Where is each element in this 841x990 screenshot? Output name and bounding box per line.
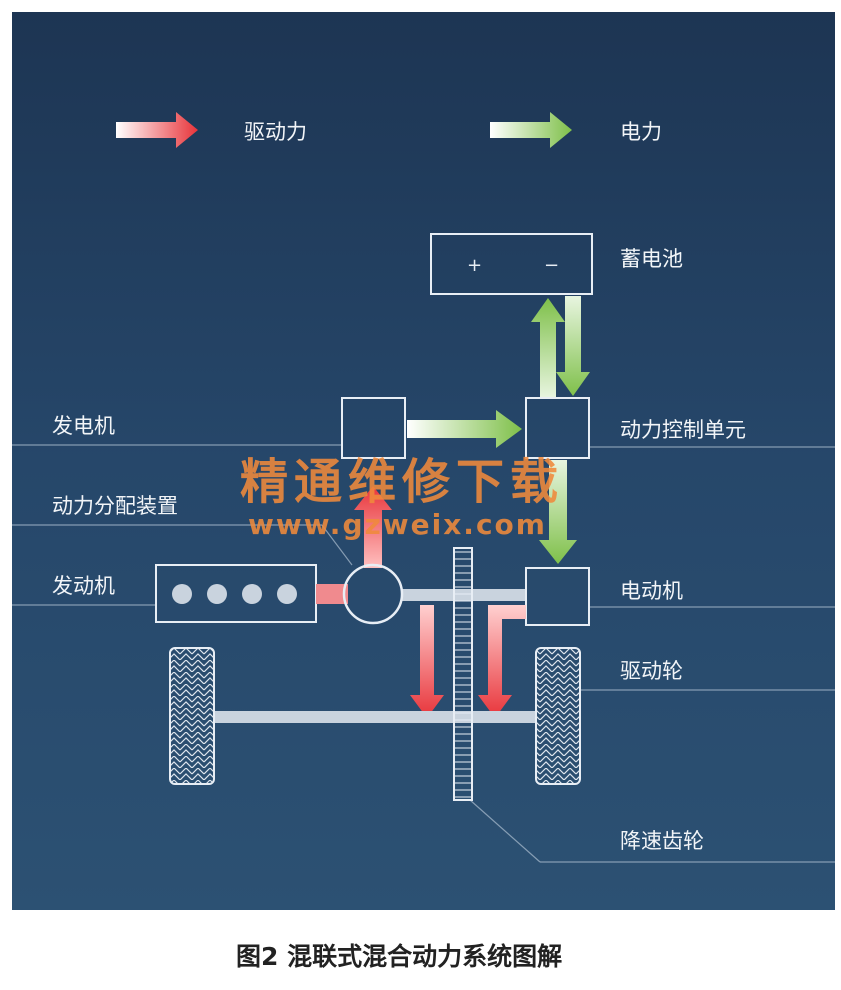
power-split-leader-line-diag [321, 524, 353, 566]
power-split-device-label: 动力分配装置 [52, 494, 178, 518]
right-drive-wheel [535, 647, 581, 785]
left-wheel-tire [169, 647, 215, 785]
drive-axle [214, 711, 536, 723]
power-control-unit-box [525, 397, 590, 459]
legend: 驱动力 电力 [116, 112, 662, 148]
battery-plus-sign: + [467, 255, 482, 276]
battery: + − [430, 233, 593, 295]
gear-leader-line-diag [469, 799, 541, 863]
engine-cylinder [172, 584, 192, 604]
generator-label: 发电机 [52, 414, 115, 438]
motor-to-axle-arrow [478, 605, 526, 718]
reduction-gear-body [453, 547, 473, 801]
engine-cylinder [277, 584, 297, 604]
drive-force-legend-arrow [116, 112, 198, 148]
right-wheel-tire [535, 647, 581, 785]
battery-to-pcu-arrow [556, 296, 590, 396]
battery-minus-sign: − [544, 255, 559, 276]
split-to-generator-arrow [354, 486, 392, 568]
engine-label: 发动机 [52, 574, 115, 598]
diagram-background [12, 12, 835, 910]
motor-box [525, 567, 590, 626]
pcu-to-battery-arrow [531, 298, 565, 398]
left-drive-wheel [169, 647, 215, 785]
engine-output-shaft [316, 584, 348, 604]
generator-box [341, 397, 406, 459]
drive-wheel-label: 驱动轮 [620, 659, 683, 683]
split-to-axle-arrow [410, 605, 444, 718]
engine-cylinder [207, 584, 227, 604]
power-control-unit-label: 动力控制单元 [620, 418, 746, 442]
watermark-text: 精通维修下载 [240, 454, 564, 510]
battery-box [430, 233, 593, 295]
watermark-url: www.gzweix.com [248, 508, 547, 541]
electric-power-legend-arrow [490, 112, 572, 148]
legend-electric-power-label: 电力 [620, 120, 662, 144]
power-split-device [342, 563, 404, 625]
pcu-to-motor-arrow [539, 460, 577, 564]
engine-cylinder [242, 584, 262, 604]
reduction-gear-teeth [455, 551, 471, 798]
reduction-gear-label: 降速齿轮 [620, 829, 704, 853]
figure-caption: 图2 混联式混合动力系统图解 [236, 942, 562, 971]
reduction-gear [453, 547, 473, 801]
motor-label: 电动机 [620, 579, 683, 603]
split-motor-shaft [402, 589, 526, 601]
battery-label: 蓄电池 [620, 247, 683, 271]
legend-drive-force-label: 驱动力 [244, 120, 307, 144]
generator-to-pcu-arrow [407, 410, 522, 448]
